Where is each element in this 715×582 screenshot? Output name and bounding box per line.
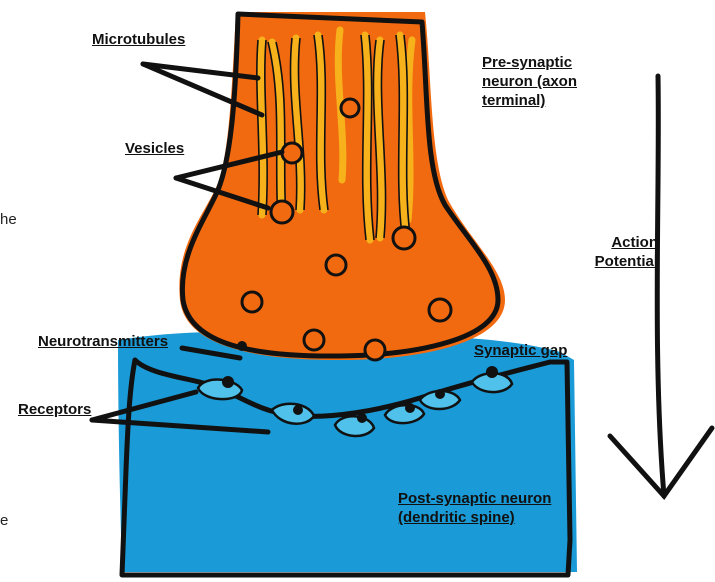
label-presynaptic-neuron: Pre-synaptic neuron (axon terminal) [482, 53, 606, 110]
receptor [335, 416, 374, 436]
neurotransmitter [486, 366, 498, 378]
microtubule-4 [318, 35, 324, 210]
cropped-text-fragment-top: he [0, 211, 17, 228]
action-potential-arrow [610, 76, 712, 496]
microtubule-9 [408, 40, 412, 220]
neurotransmitter [293, 405, 303, 415]
label-postsynaptic-neuron: Post-synaptic neuron (dendritic spine) [398, 489, 558, 527]
neurotransmitter [435, 389, 445, 399]
microtubule-1 [261, 40, 263, 215]
presynaptic-neuron-shape [179, 12, 505, 360]
vesicle [304, 330, 324, 350]
cropped-text-fragment-bottom: e [0, 512, 8, 529]
label-synaptic-gap: Synaptic gap [474, 341, 567, 360]
neurotransmitter [357, 413, 367, 423]
postsynaptic-neuron-shape [118, 332, 577, 572]
vesicle [365, 340, 385, 360]
vesicle [393, 227, 415, 249]
neurotransmitter [405, 403, 415, 413]
vesicle [341, 99, 359, 117]
microtubule-6 [365, 35, 370, 240]
label-microtubules: Microtubules [92, 30, 185, 49]
label-vesicles: Vesicles [125, 139, 184, 158]
vesicle [271, 201, 293, 223]
vesicle [326, 255, 346, 275]
label-neurotransmitters: Neurotransmitters [38, 332, 168, 351]
label-action-potential: Action Potential [558, 233, 658, 271]
vesicle [429, 299, 451, 321]
microtubule-8 [400, 35, 406, 235]
receptor [385, 405, 424, 423]
vesicle [242, 292, 262, 312]
neurotransmitter [237, 341, 247, 351]
vesicle [282, 143, 302, 163]
neurotransmitter [222, 376, 234, 388]
label-receptors: Receptors [18, 400, 91, 419]
